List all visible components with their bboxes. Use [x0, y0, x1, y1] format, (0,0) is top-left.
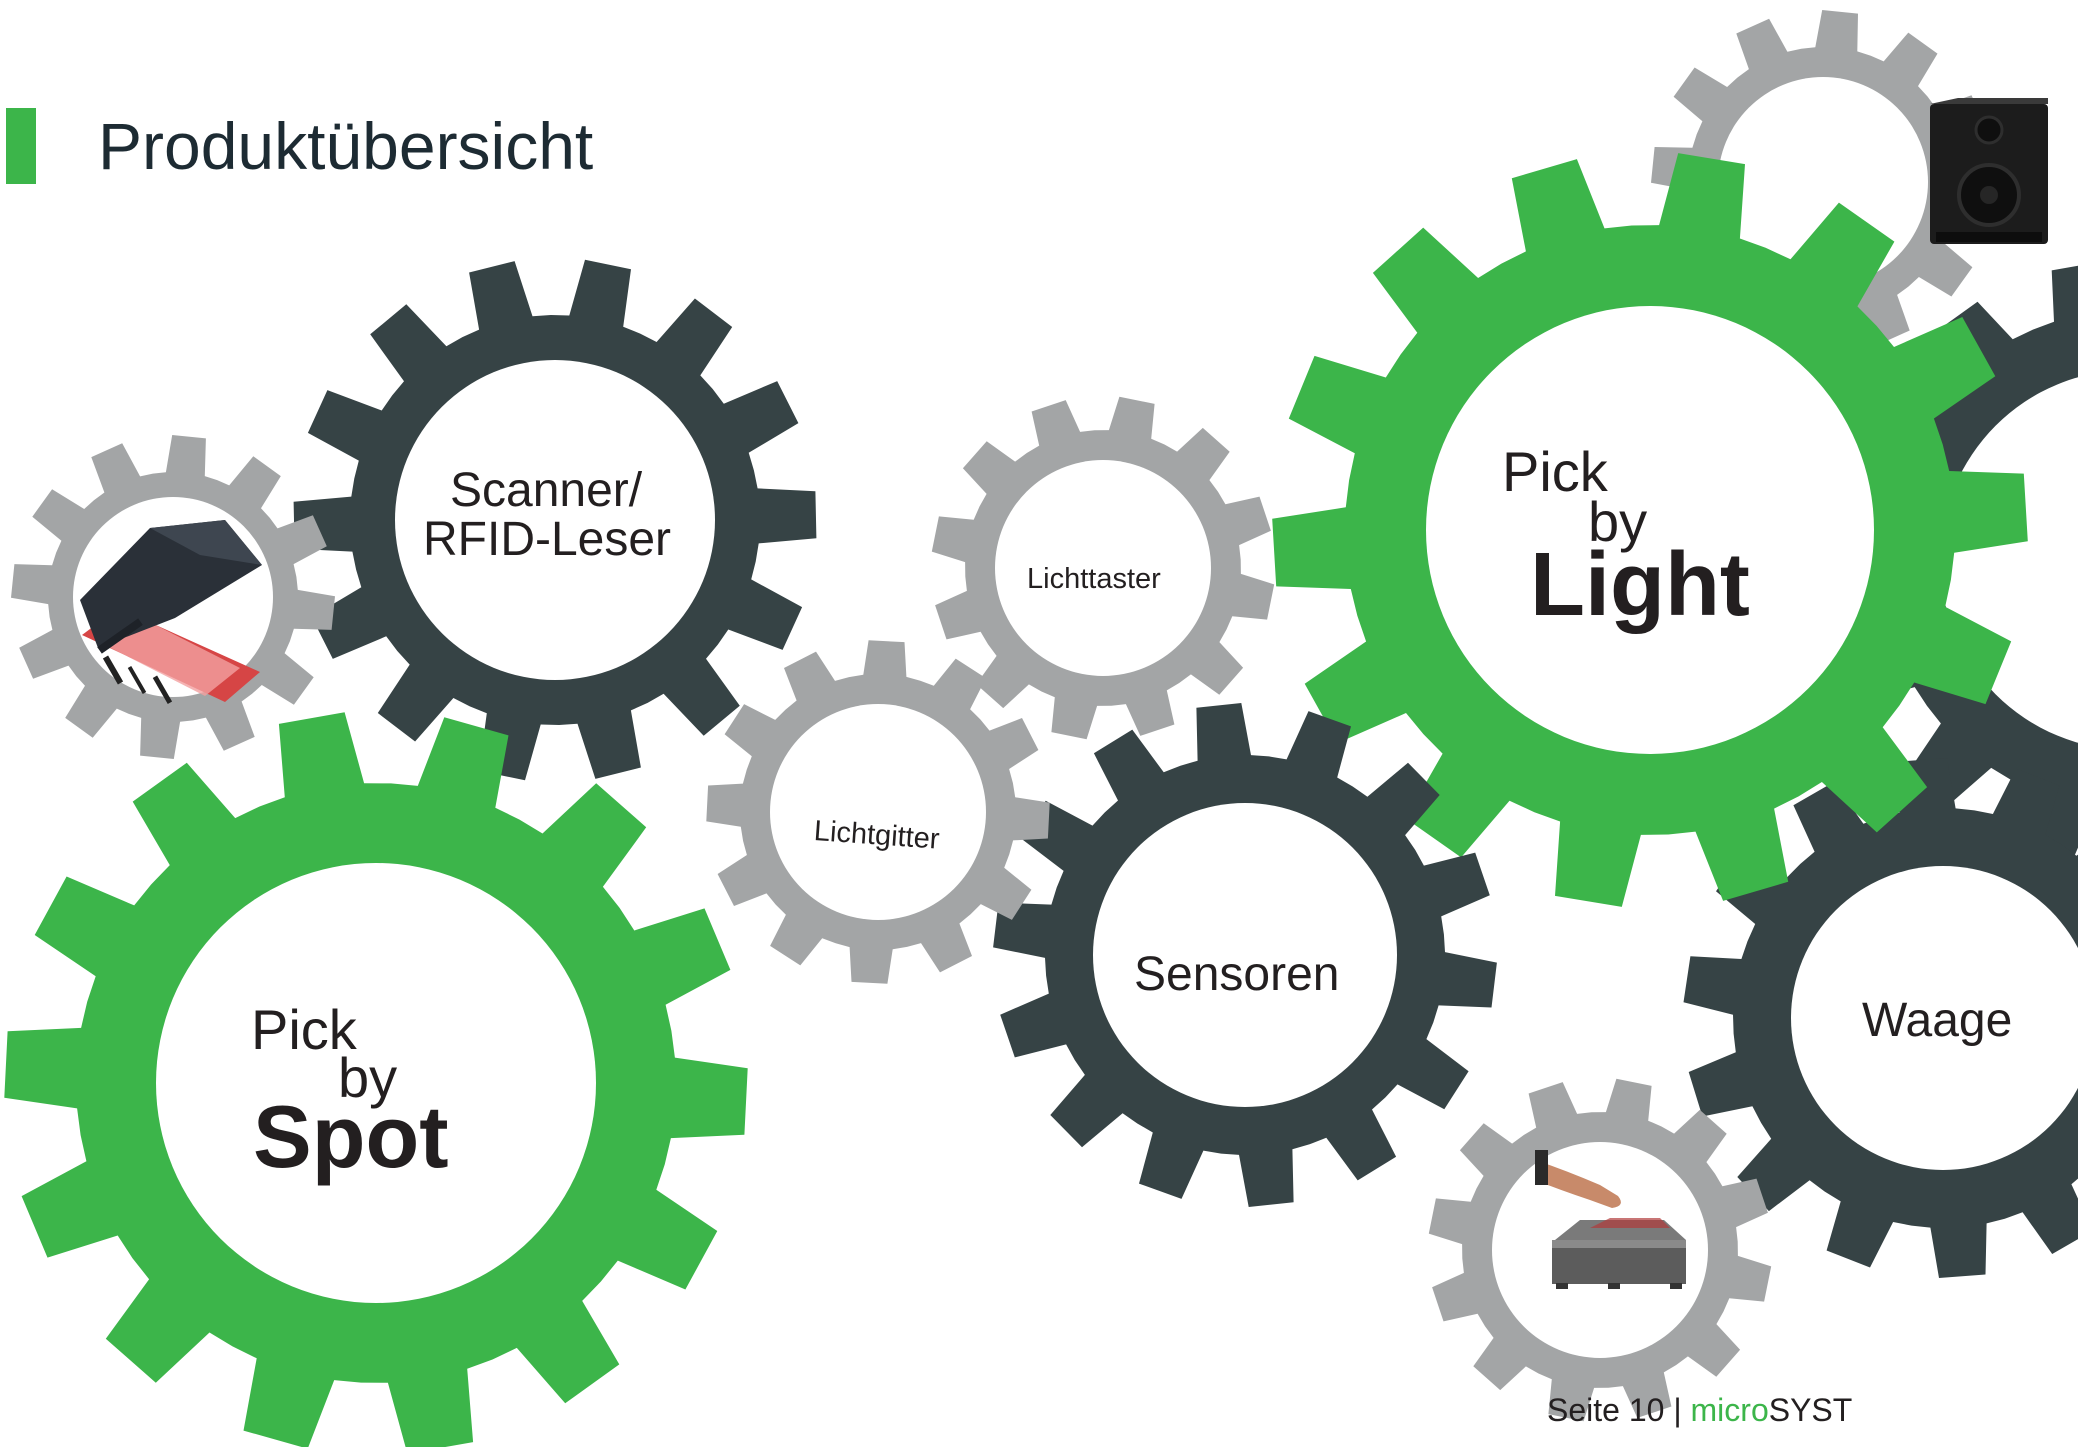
scale-icon [1535, 1150, 1686, 1289]
gear-pick-by-spot [4, 712, 748, 1447]
gear-waage-hub [1791, 866, 2078, 1170]
gear-lichtgitter-hub [770, 704, 986, 920]
gear-pick-by-spot-hub [156, 863, 596, 1303]
gear-lichttaster-hub [995, 460, 1211, 676]
gear-pick-by-light-hub [1426, 306, 1874, 754]
speaker-icon [1930, 98, 2048, 244]
gear-sensoren-hub [1093, 803, 1397, 1107]
gear-lichtgitter [706, 640, 1050, 984]
gear-waage [1683, 758, 2078, 1278]
gear-scanner [293, 259, 817, 781]
gear-pick-by-light [1272, 153, 2028, 907]
barcode-scanner-icon [80, 520, 262, 704]
gear-scanner-hub [395, 360, 715, 680]
gear-lichttaster [931, 396, 1275, 740]
gear-sensoren [993, 703, 1497, 1207]
